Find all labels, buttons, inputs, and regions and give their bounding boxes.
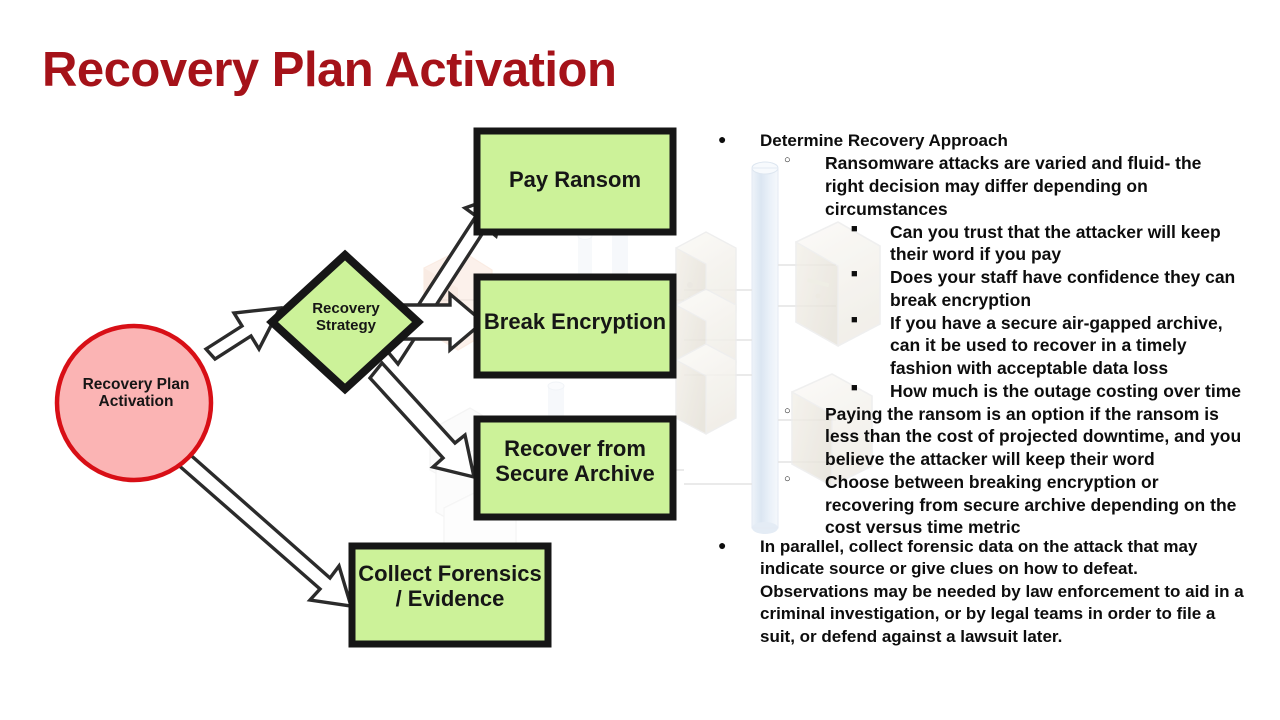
bullet-item: ● Determine Recovery Approach <box>700 130 1245 152</box>
bullet-item: ○ Ransomware attacks are varied and flui… <box>700 152 1245 220</box>
bullet-square-icon: ■ <box>851 381 858 394</box>
node-option1-box[interactable] <box>473 127 677 236</box>
bullet-item: ■ Can you trust that the attacker will k… <box>700 221 1245 267</box>
node-decision-diamond[interactable] <box>266 249 424 395</box>
bullet-square-icon: ■ <box>851 268 858 281</box>
node-option3-box[interactable] <box>473 415 677 521</box>
connector-decision-to-option3 <box>367 360 477 480</box>
bullet-circle-icon: ○ <box>784 154 791 167</box>
bullet-square-icon: ■ <box>851 222 858 235</box>
bullet-text: How much is the outage costing over time <box>890 380 1242 401</box>
node-option2-box[interactable] <box>473 273 677 379</box>
bullet-text: Paying the ransom is an option if the ra… <box>825 403 1242 470</box>
bullet-text: Can you trust that the attacker will kee… <box>890 221 1221 265</box>
bullet-list-bottom: ● In parallel, collect forensic data on … <box>700 536 1245 648</box>
bullet-disc-icon: ● <box>718 131 727 147</box>
connector-start-to-decision <box>203 305 283 362</box>
bullet-square-icon: ■ <box>851 313 858 326</box>
bullet-text: Determine Recovery Approach <box>760 131 1008 150</box>
bullet-text: Ransomware attacks are varied and fluid-… <box>825 153 1202 219</box>
bullet-list-main: ● Determine Recovery Approach ○ Ransomwa… <box>700 130 1245 539</box>
bullet-text: Does your staff have confidence they can… <box>890 267 1236 310</box>
bullet-text: If you have a secure air-gapped archive,… <box>890 312 1223 379</box>
bullet-item: ○ Paying the ransom is an option if the … <box>700 403 1245 471</box>
bullet-item: ■ How much is the outage costing over ti… <box>700 380 1245 403</box>
node-start-circle[interactable] <box>54 323 214 483</box>
connector-start-to-option4 <box>173 448 354 609</box>
bullet-item: ■ If you have a secure air-gapped archiv… <box>700 312 1245 380</box>
bullet-item: ● In parallel, collect forensic data on … <box>700 536 1245 648</box>
bullet-circle-icon: ○ <box>784 404 791 417</box>
bullet-circle-icon: ○ <box>784 472 791 485</box>
bullet-item: ○ Choose between breaking encryption or … <box>700 471 1245 539</box>
bullet-disc-icon: ● <box>718 537 727 553</box>
bullet-text: In parallel, collect forensic data on th… <box>760 537 1244 646</box>
node-option4-box[interactable] <box>348 542 552 648</box>
connector-decision-to-option2 <box>396 290 486 354</box>
page-title: Recovery Plan Activation <box>42 43 617 97</box>
bullet-text: Choose between breaking encryption or re… <box>825 471 1237 538</box>
bullet-item: ■ Does your staff have confidence they c… <box>700 266 1245 312</box>
